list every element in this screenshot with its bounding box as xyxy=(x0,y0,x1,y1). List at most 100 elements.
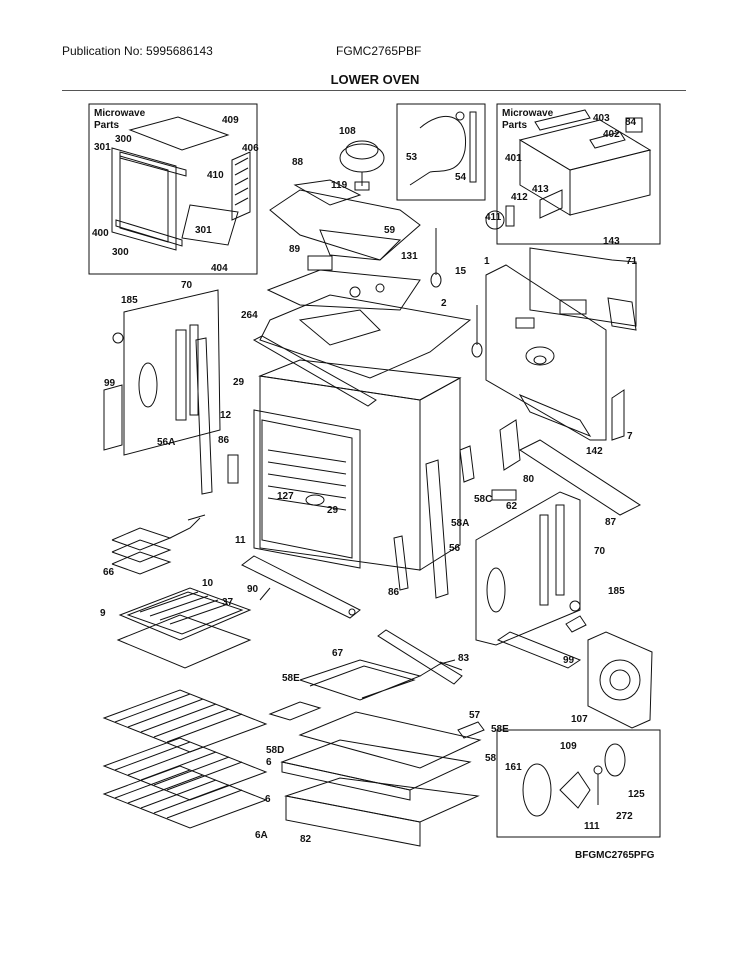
bake-element xyxy=(299,659,463,701)
part-label: 83 xyxy=(458,653,470,664)
part-label: 264 xyxy=(241,310,258,321)
part-label: 6 xyxy=(265,794,271,805)
rear-panel xyxy=(485,264,607,441)
microwave-parts-inset-right xyxy=(496,103,661,245)
part-label: 86 xyxy=(388,587,400,598)
part-label: 84 xyxy=(625,117,637,128)
part-label: 301 xyxy=(94,142,111,153)
part-label: 70 xyxy=(594,546,606,557)
front-frame-trim xyxy=(252,335,377,407)
microwave-frame-assembly xyxy=(485,109,652,230)
part-label: 125 xyxy=(628,789,645,800)
part-label: 67 xyxy=(332,648,344,659)
part-label: 2 xyxy=(441,298,447,309)
part-label: 6 xyxy=(266,757,272,768)
part-label: 99 xyxy=(563,655,575,666)
model-number: FGMC2765PBF xyxy=(336,44,422,58)
left-side-strip xyxy=(195,337,239,495)
sensor-inset xyxy=(396,103,486,201)
oven-rack-upper xyxy=(102,689,268,753)
part-label: 58E xyxy=(491,724,509,735)
part-label: 53 xyxy=(406,152,418,163)
part-label: 409 xyxy=(222,115,239,126)
part-label: 62 xyxy=(506,501,518,512)
part-label: 11 xyxy=(235,535,246,546)
part-label: 6A xyxy=(255,830,268,841)
part-label: 58E xyxy=(282,673,300,684)
part-label: 56 xyxy=(449,543,461,554)
part-label: 142 xyxy=(586,446,603,457)
right-strip xyxy=(393,445,475,599)
microwave-parts-inset-left xyxy=(88,103,258,275)
part-label: 9 xyxy=(100,608,106,619)
bottom-rear-rail xyxy=(491,419,642,516)
broiler-pan-assembly xyxy=(116,587,271,669)
part-label: 185 xyxy=(608,586,625,597)
part-label: 1 xyxy=(484,256,490,267)
convection-fan-assembly xyxy=(522,743,626,817)
convection-motor-top xyxy=(339,140,385,191)
part-label: 143 xyxy=(603,236,620,247)
part-label: 71 xyxy=(626,256,638,267)
part-label: 410 xyxy=(207,170,224,181)
top-heat-shield xyxy=(266,269,421,311)
part-label: 58 xyxy=(485,753,497,764)
rear-insulation xyxy=(529,247,637,331)
part-label: 99 xyxy=(104,378,116,389)
part-label: 411 xyxy=(485,212,502,223)
part-label: 37 xyxy=(222,597,234,608)
diagram-code: BFGMC2765PFG xyxy=(575,850,655,861)
part-label: 89 xyxy=(289,244,301,255)
part-label: 86 xyxy=(218,435,230,446)
part-label: 12 xyxy=(220,410,232,421)
oven-rack-lower xyxy=(102,765,268,829)
part-label: 56A xyxy=(157,437,176,448)
part-label: 119 xyxy=(331,180,348,191)
part-label: 59 xyxy=(384,225,396,236)
part-label: 15 xyxy=(455,266,467,277)
thermostat-bracket xyxy=(307,255,333,271)
part-label: 54 xyxy=(455,172,467,183)
part-label: 70 xyxy=(181,280,193,291)
oven-cavity xyxy=(253,359,462,571)
part-label: 300 xyxy=(115,134,132,145)
part-label: 401 xyxy=(505,153,522,164)
bottom-insulation xyxy=(268,701,485,801)
part-label: 301 xyxy=(195,225,212,236)
part-label: 111 xyxy=(584,821,600,832)
part-label: 87 xyxy=(605,517,617,528)
header-rule xyxy=(62,90,686,91)
broil-element xyxy=(111,514,206,575)
inset-title-microwave-right: Microwave Parts xyxy=(502,108,554,131)
part-label: 107 xyxy=(571,714,588,725)
right-side-panel xyxy=(475,491,581,646)
part-label: 80 xyxy=(523,474,535,485)
microwave-door-assembly xyxy=(111,116,251,251)
part-label: 300 xyxy=(112,247,129,258)
part-label: 7 xyxy=(627,431,633,442)
part-label: 108 xyxy=(339,126,356,137)
front-right-trim xyxy=(377,600,587,685)
left-side-panel xyxy=(103,289,221,456)
oven-bottom xyxy=(284,777,480,847)
duct-shield xyxy=(269,179,421,261)
part-label: 400 xyxy=(92,228,109,239)
part-label: 161 xyxy=(505,762,522,773)
part-label: 412 xyxy=(511,192,528,203)
part-label: 90 xyxy=(247,584,259,595)
part-label: 403 xyxy=(593,113,610,124)
convection-cover xyxy=(587,631,653,729)
part-label: 406 xyxy=(242,143,259,154)
part-label: 29 xyxy=(327,505,339,516)
part-label: 272 xyxy=(616,811,633,822)
front-bottom-trim xyxy=(241,555,361,619)
part-label: 29 xyxy=(233,377,245,388)
rear-bracket xyxy=(518,389,625,441)
part-label: 109 xyxy=(560,741,577,752)
part-label: 131 xyxy=(401,251,418,262)
sensor-probe xyxy=(409,111,477,186)
part-label: 58A xyxy=(451,518,470,529)
part-label: 413 xyxy=(532,184,549,195)
convection-fan-inset xyxy=(496,729,661,838)
part-label: 402 xyxy=(603,129,620,140)
